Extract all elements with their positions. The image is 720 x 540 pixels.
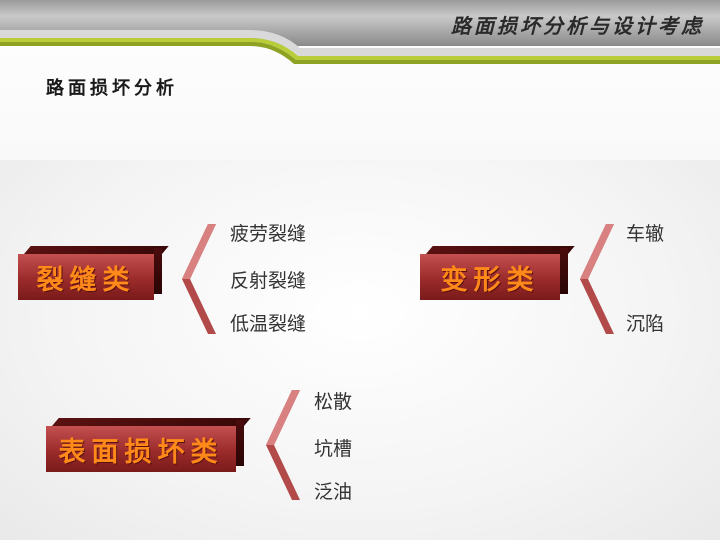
- item-rutting: 车辙: [626, 223, 665, 245]
- category-label-deformation: 变形类: [440, 264, 540, 296]
- item-subsidence: 沉陷: [626, 313, 665, 335]
- bracket-deformation: [580, 224, 614, 334]
- item-low-temp-crack: 低温裂缝: [230, 313, 307, 335]
- header-title: 路面损坏分析与设计考虑: [451, 14, 704, 38]
- category-label-cracks: 裂缝类: [36, 264, 136, 296]
- background-band: [0, 160, 720, 540]
- category-box-deformation: 变形类: [420, 246, 575, 300]
- item-fatigue-crack: 疲劳裂缝: [230, 223, 307, 245]
- item-bleeding: 泛油: [314, 481, 353, 503]
- item-reflective-crack: 反射裂缝: [230, 270, 307, 292]
- item-pothole: 坑槽: [314, 438, 353, 460]
- page-title: 路面损坏分析: [46, 78, 178, 99]
- category-label-surface: 表面损坏类: [58, 436, 224, 468]
- category-box-cracks: 裂缝类: [18, 246, 169, 300]
- header-swoosh: [0, 30, 720, 64]
- category-box-surface: 表面损坏类: [46, 418, 251, 472]
- item-raveling: 松散: [314, 391, 353, 413]
- bracket-cracks: [182, 224, 216, 334]
- bracket-surface: [266, 390, 300, 500]
